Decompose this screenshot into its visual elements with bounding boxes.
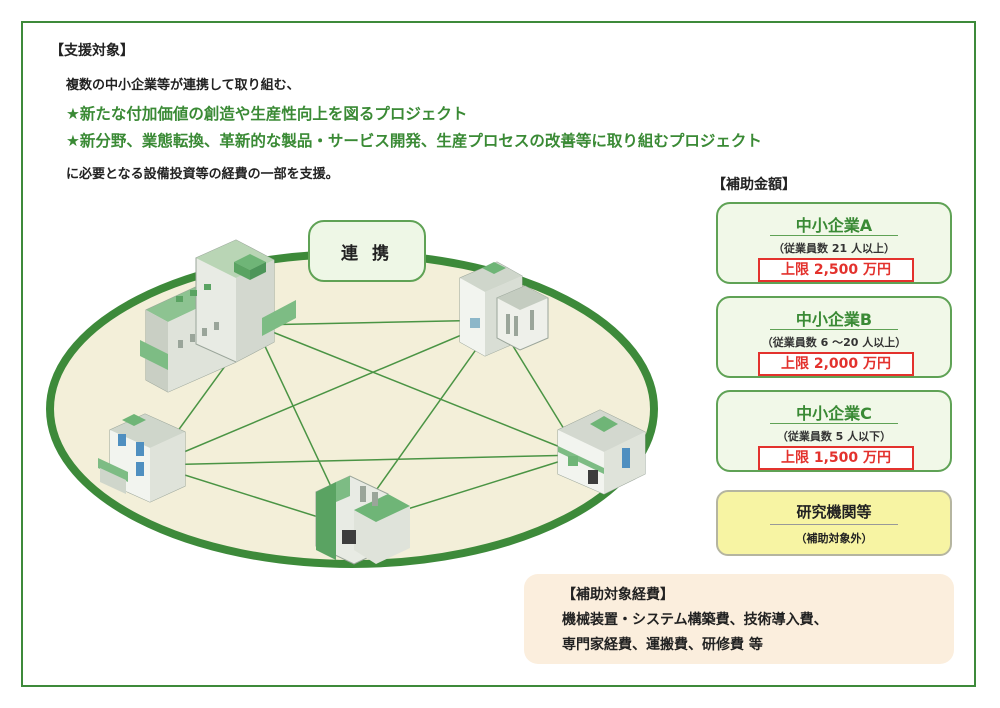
plant-building-icon xyxy=(315,475,410,565)
divider xyxy=(770,423,898,424)
company-b-limit: 上限 2,000 万円 xyxy=(758,352,914,376)
company-a-limit: 上限 2,500 万円 xyxy=(758,258,914,282)
institution-note: （補助対象外） xyxy=(795,532,873,545)
divider xyxy=(770,235,898,236)
outro-text: に必要となる設備投資等の経費の一部を支援。 xyxy=(66,167,339,182)
company-c-employees: （従業員数 5 人以下） xyxy=(776,430,892,443)
lab-building-icon xyxy=(98,413,186,503)
factory-building-icon xyxy=(140,239,296,393)
section-title: 【支援対象】 xyxy=(50,43,134,59)
star-item-value-creation: ★新たな付加価値の創造や生産性向上を図るプロジェクト xyxy=(66,105,468,123)
eligible-costs-title: 【補助対象経費】 xyxy=(562,587,674,603)
company-b-name: 中小企業B xyxy=(795,310,873,329)
eligible-costs-box: 【補助対象経費】 機械装置・システム構築費、技術導入費、 専門家経費、運搬費、研… xyxy=(524,574,954,664)
company-a-card: 中小企業A （従業員数 21 人以上） 上限 2,500 万円 xyxy=(716,202,952,284)
office-building-icon xyxy=(459,261,549,357)
intro-text: 複数の中小企業等が連携して取り組む、 xyxy=(66,78,300,93)
divider xyxy=(770,524,898,525)
company-c-name: 中小企業C xyxy=(796,404,872,423)
divider xyxy=(770,329,898,330)
eligible-costs-line1: 機械装置・システム構築費、技術導入費、 xyxy=(562,612,828,628)
institution-name: 研究機関等 xyxy=(796,503,872,521)
company-b-employees: （従業員数 6 〜20 人以上） xyxy=(761,336,907,349)
content-frame xyxy=(21,21,976,687)
shop-building-icon xyxy=(557,409,646,495)
company-c-card: 中小企業C （従業員数 5 人以下） 上限 1,500 万円 xyxy=(716,390,952,472)
subsidy-title: 【補助金額】 xyxy=(712,177,796,193)
company-a-name: 中小企業A xyxy=(795,216,873,235)
eligible-costs-line2: 専門家経費、運搬費、研修費 等 xyxy=(562,637,763,653)
star-item-new-business: ★新分野、業態転換、革新的な製品・サービス開発、生産プロセスの改善等に取り組むプ… xyxy=(66,132,762,150)
company-a-employees: （従業員数 21 人以上） xyxy=(773,242,895,255)
company-c-limit: 上限 1,500 万円 xyxy=(758,446,914,470)
company-b-card: 中小企業B （従業員数 6 〜20 人以上） 上限 2,000 万円 xyxy=(716,296,952,378)
cooperation-label: 連 携 xyxy=(308,220,426,282)
research-institution-card: 研究機関等 （補助対象外） xyxy=(716,490,952,556)
